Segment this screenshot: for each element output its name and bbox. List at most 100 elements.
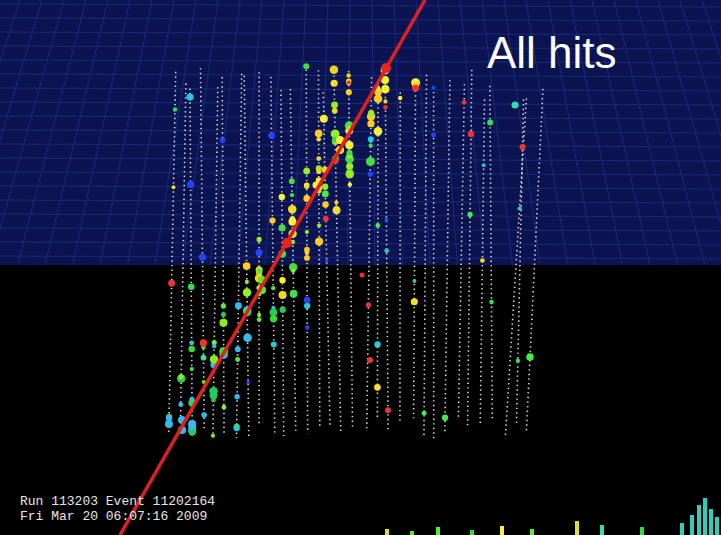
hit bbox=[173, 107, 177, 111]
hit bbox=[346, 81, 351, 86]
detector-string bbox=[271, 77, 275, 435]
hit bbox=[288, 205, 296, 213]
hit bbox=[482, 163, 486, 167]
histogram-bar bbox=[703, 498, 707, 535]
hit bbox=[467, 212, 472, 217]
detector-string bbox=[505, 98, 526, 435]
hit bbox=[432, 86, 436, 90]
timestamp: Fri Mar 20 06:07:16 2009 bbox=[20, 509, 207, 524]
track-vertex bbox=[381, 63, 391, 73]
hit bbox=[303, 168, 310, 175]
hit bbox=[245, 280, 249, 284]
hit bbox=[516, 358, 520, 362]
detector-string bbox=[201, 68, 205, 431]
hit bbox=[412, 279, 416, 283]
hit bbox=[202, 413, 207, 418]
hit bbox=[256, 249, 263, 256]
hit bbox=[384, 248, 389, 253]
detector-string bbox=[424, 75, 427, 436]
hit bbox=[322, 191, 329, 198]
hit bbox=[330, 65, 339, 74]
hit bbox=[315, 130, 323, 138]
hit bbox=[188, 346, 194, 352]
hit bbox=[381, 85, 389, 93]
hit bbox=[375, 223, 380, 228]
hit bbox=[199, 253, 206, 260]
hit bbox=[346, 73, 350, 77]
detector-string bbox=[222, 77, 224, 434]
hit bbox=[188, 422, 196, 430]
hit bbox=[333, 206, 341, 214]
detector-string bbox=[458, 84, 464, 420]
hit bbox=[200, 339, 207, 346]
hit bbox=[316, 169, 321, 174]
hit bbox=[367, 120, 374, 127]
hit bbox=[411, 298, 418, 305]
histogram-bar bbox=[575, 521, 579, 535]
hit bbox=[322, 201, 328, 207]
detector-string bbox=[236, 74, 241, 438]
hit bbox=[221, 303, 226, 308]
hit bbox=[269, 217, 275, 223]
ground-dark bbox=[0, 265, 721, 535]
hit bbox=[271, 341, 277, 347]
hit bbox=[189, 341, 194, 346]
hit bbox=[189, 429, 195, 435]
histogram-bar bbox=[709, 509, 713, 535]
hit bbox=[345, 141, 353, 149]
hit bbox=[331, 80, 338, 87]
hit bbox=[291, 269, 295, 273]
hit bbox=[168, 280, 175, 287]
hit bbox=[187, 181, 194, 188]
histogram-bar bbox=[436, 527, 440, 535]
histogram-bar bbox=[530, 529, 534, 535]
hit bbox=[243, 262, 251, 270]
detector-string bbox=[490, 86, 492, 418]
hit bbox=[366, 157, 375, 166]
hit bbox=[186, 93, 193, 100]
histogram-bar bbox=[680, 523, 684, 535]
hit bbox=[166, 415, 172, 421]
hit bbox=[383, 105, 388, 110]
hit bbox=[209, 387, 217, 395]
detector-string bbox=[334, 66, 341, 432]
histogram-bar bbox=[385, 529, 389, 535]
detector-string bbox=[290, 89, 295, 433]
hit bbox=[304, 184, 309, 189]
hit bbox=[383, 99, 387, 103]
hit bbox=[320, 115, 328, 123]
hit bbox=[412, 85, 419, 92]
hit bbox=[346, 79, 351, 84]
hit bbox=[462, 100, 467, 105]
detector-string bbox=[445, 80, 450, 433]
hit bbox=[221, 312, 226, 317]
hit bbox=[480, 258, 485, 263]
hit bbox=[304, 183, 310, 189]
hit bbox=[179, 374, 184, 379]
hit bbox=[346, 89, 352, 95]
hit bbox=[270, 308, 278, 316]
hit bbox=[487, 120, 493, 126]
detector-string bbox=[385, 78, 388, 432]
hit bbox=[316, 137, 321, 142]
hit bbox=[211, 434, 215, 438]
histogram-bar bbox=[470, 530, 474, 535]
sky-ground bbox=[0, 0, 721, 265]
hit bbox=[268, 132, 275, 139]
detector-string bbox=[433, 87, 435, 440]
hit bbox=[290, 193, 294, 197]
detector-string bbox=[526, 89, 543, 432]
hit bbox=[368, 144, 372, 148]
hit bbox=[346, 170, 354, 178]
detector-string bbox=[213, 87, 218, 437]
hit bbox=[270, 315, 277, 322]
hit bbox=[468, 131, 474, 137]
hit bbox=[368, 110, 374, 116]
hit bbox=[188, 283, 195, 290]
hit bbox=[178, 402, 183, 407]
hit bbox=[172, 185, 176, 189]
hit bbox=[442, 415, 448, 421]
hit bbox=[235, 346, 241, 352]
hit bbox=[366, 302, 371, 307]
detector-string bbox=[180, 84, 185, 422]
